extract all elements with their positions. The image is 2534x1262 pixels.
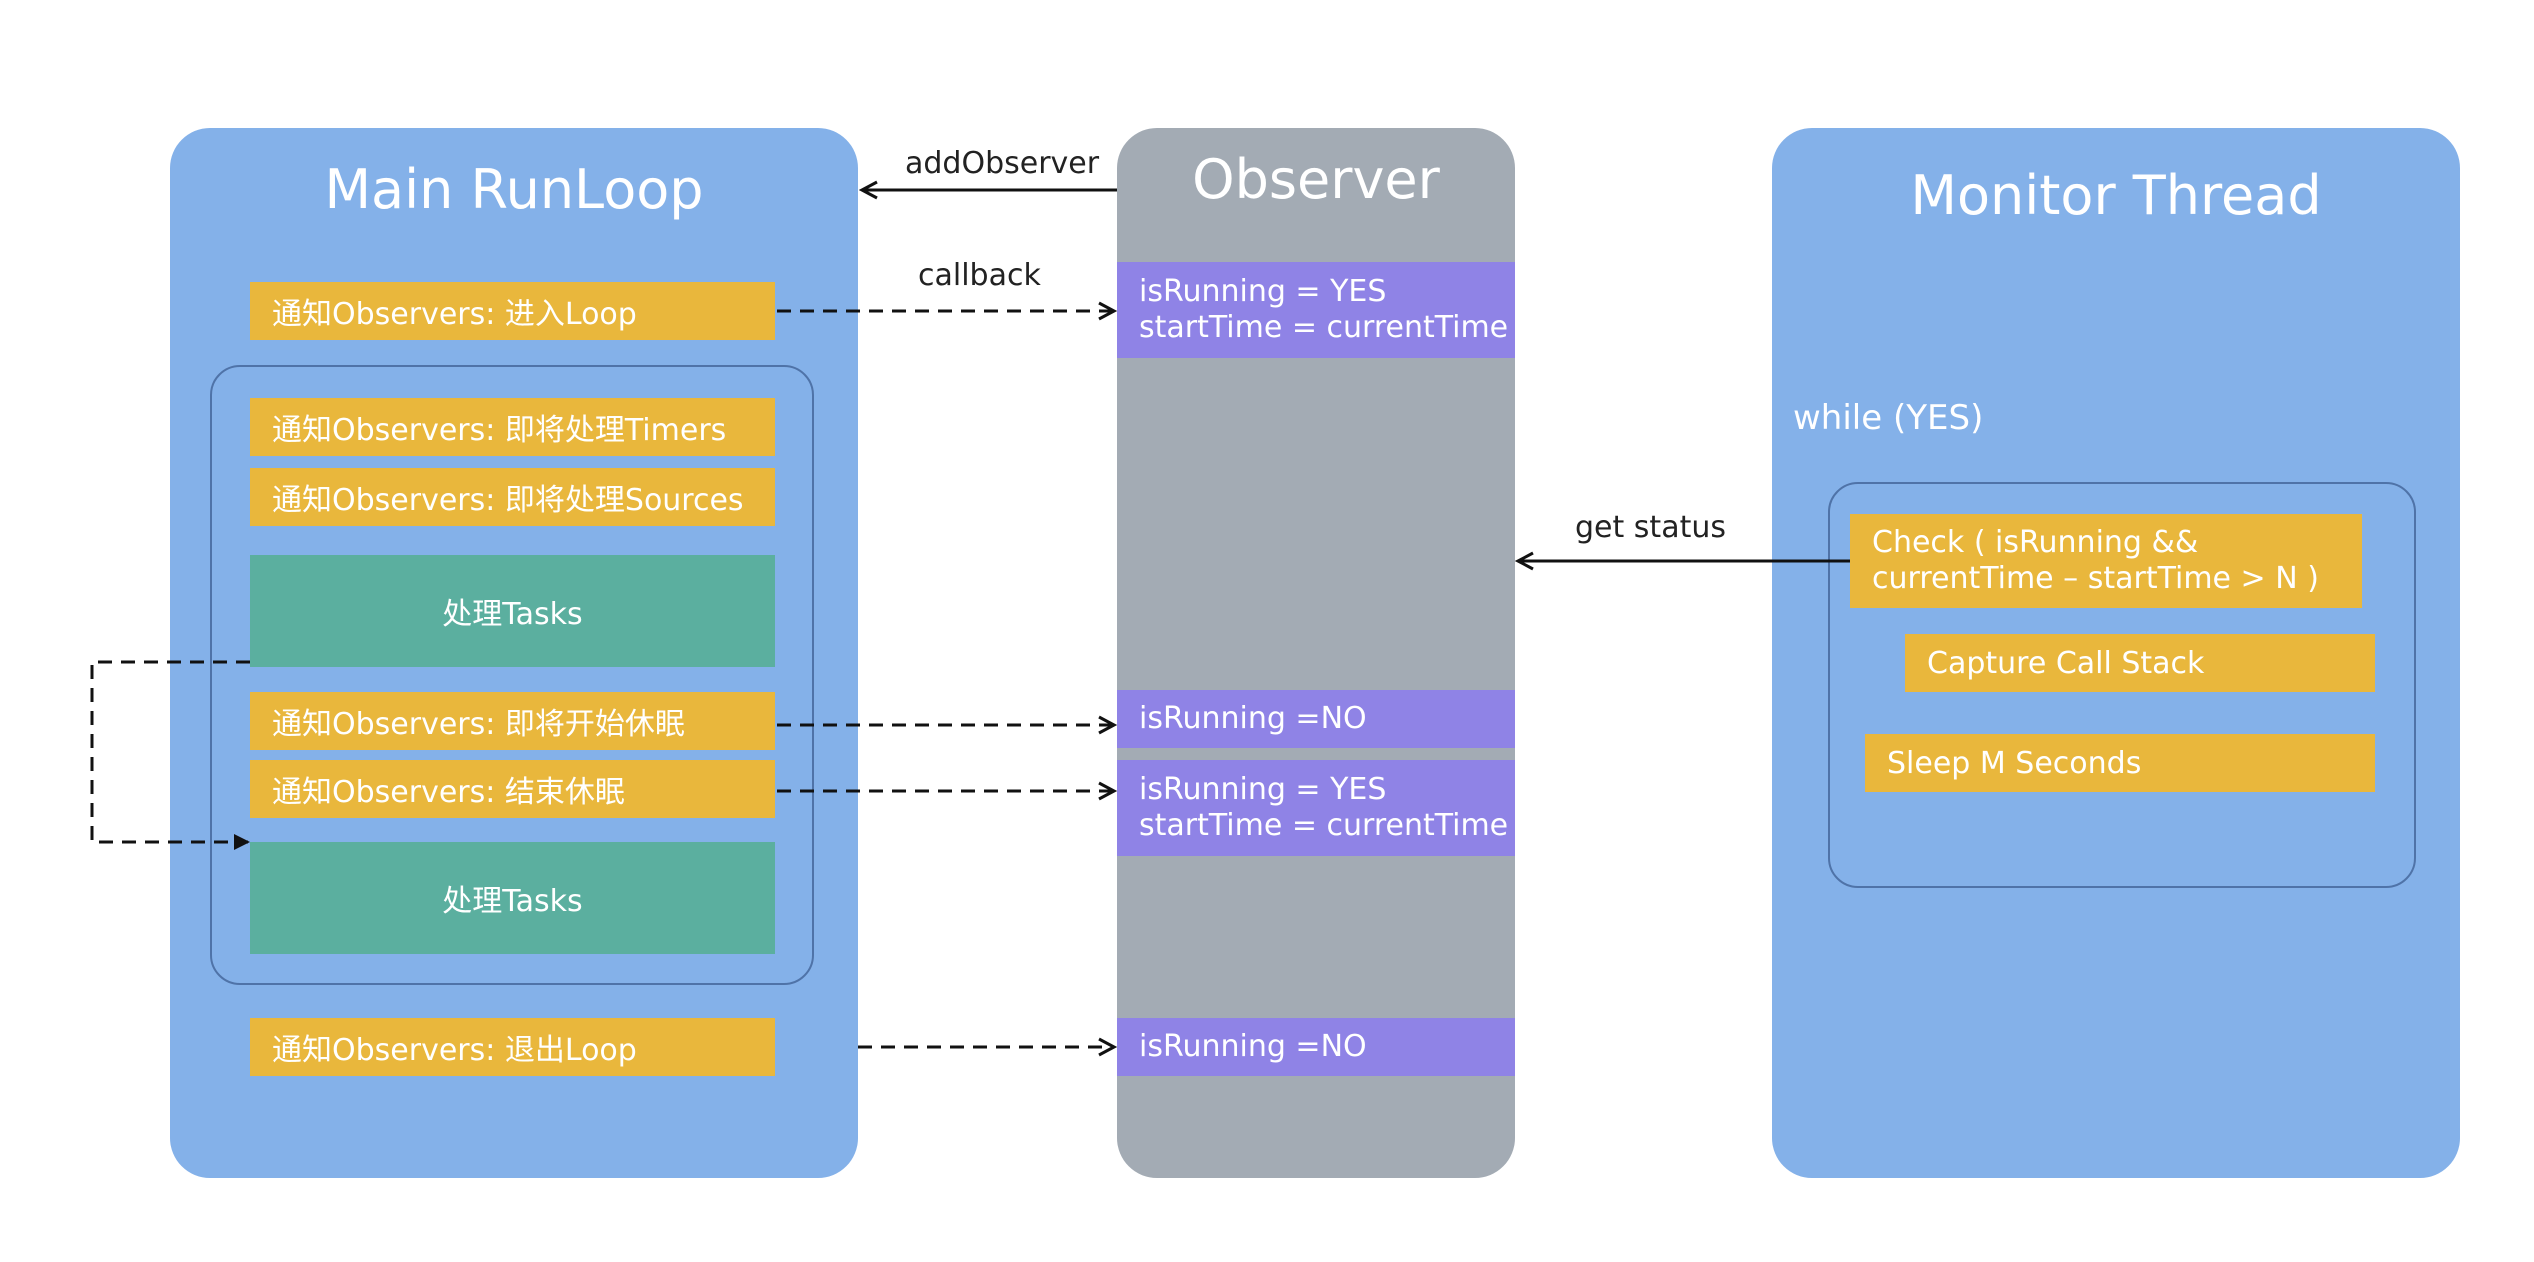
callback-label: callback [918,258,1041,293]
notify-enter-loop: 通知Observers: 进入Loop [250,282,775,340]
observer-state-not-running-1: isRunning =NO [1117,690,1515,748]
add-observer-label: addObserver [905,146,1100,181]
monitor-loop-frame [1828,482,2416,888]
observer-state-2-text: isRunning =NO [1139,701,1367,736]
observer-state-4-text: isRunning =NO [1139,1029,1367,1064]
main-runloop-title: Main RunLoop [324,158,704,221]
observer-state-3-line-1: isRunning = YES [1139,772,1387,807]
observer-state-3-line-2: startTime = currentTime [1139,808,1509,843]
observer-state-1-line-1: isRunning = YES [1139,274,1387,309]
check-line-1: Check ( isRunning && [1872,525,2199,560]
notify-after-waiting: 通知Observers: 结束休眠 [250,760,775,818]
process-tasks-2: 处理Tasks [250,842,775,954]
notify-before-waiting: 通知Observers: 即将开始休眠 [250,692,775,750]
observer-state-not-running-2: isRunning =NO [1117,1018,1515,1076]
observer-title: Observer [1192,148,1440,211]
capture-call-stack-box: Capture Call Stack [1905,634,2375,692]
observer-state-running-1: isRunning = YES startTime = currentTime [1117,262,1515,358]
get-status-label: get status [1575,510,1726,545]
monitor-thread-title: Monitor Thread [1910,164,2322,227]
sleep-box: Sleep M Seconds [1865,734,2375,792]
while-loop-label: while (YES) [1793,398,1984,438]
process-tasks-1: 处理Tasks [250,555,775,667]
observer-state-1-line-2: startTime = currentTime [1139,310,1509,345]
notify-before-timers: 通知Observers: 即将处理Timers [250,398,775,456]
check-line-2: currentTime – startTime > N ) [1872,561,2319,596]
notify-exit-loop: 通知Observers: 退出Loop [250,1018,775,1076]
check-condition-box: Check ( isRunning && currentTime – start… [1850,514,2362,608]
observer-state-running-2: isRunning = YES startTime = currentTime [1117,760,1515,856]
notify-before-sources: 通知Observers: 即将处理Sources [250,468,775,526]
